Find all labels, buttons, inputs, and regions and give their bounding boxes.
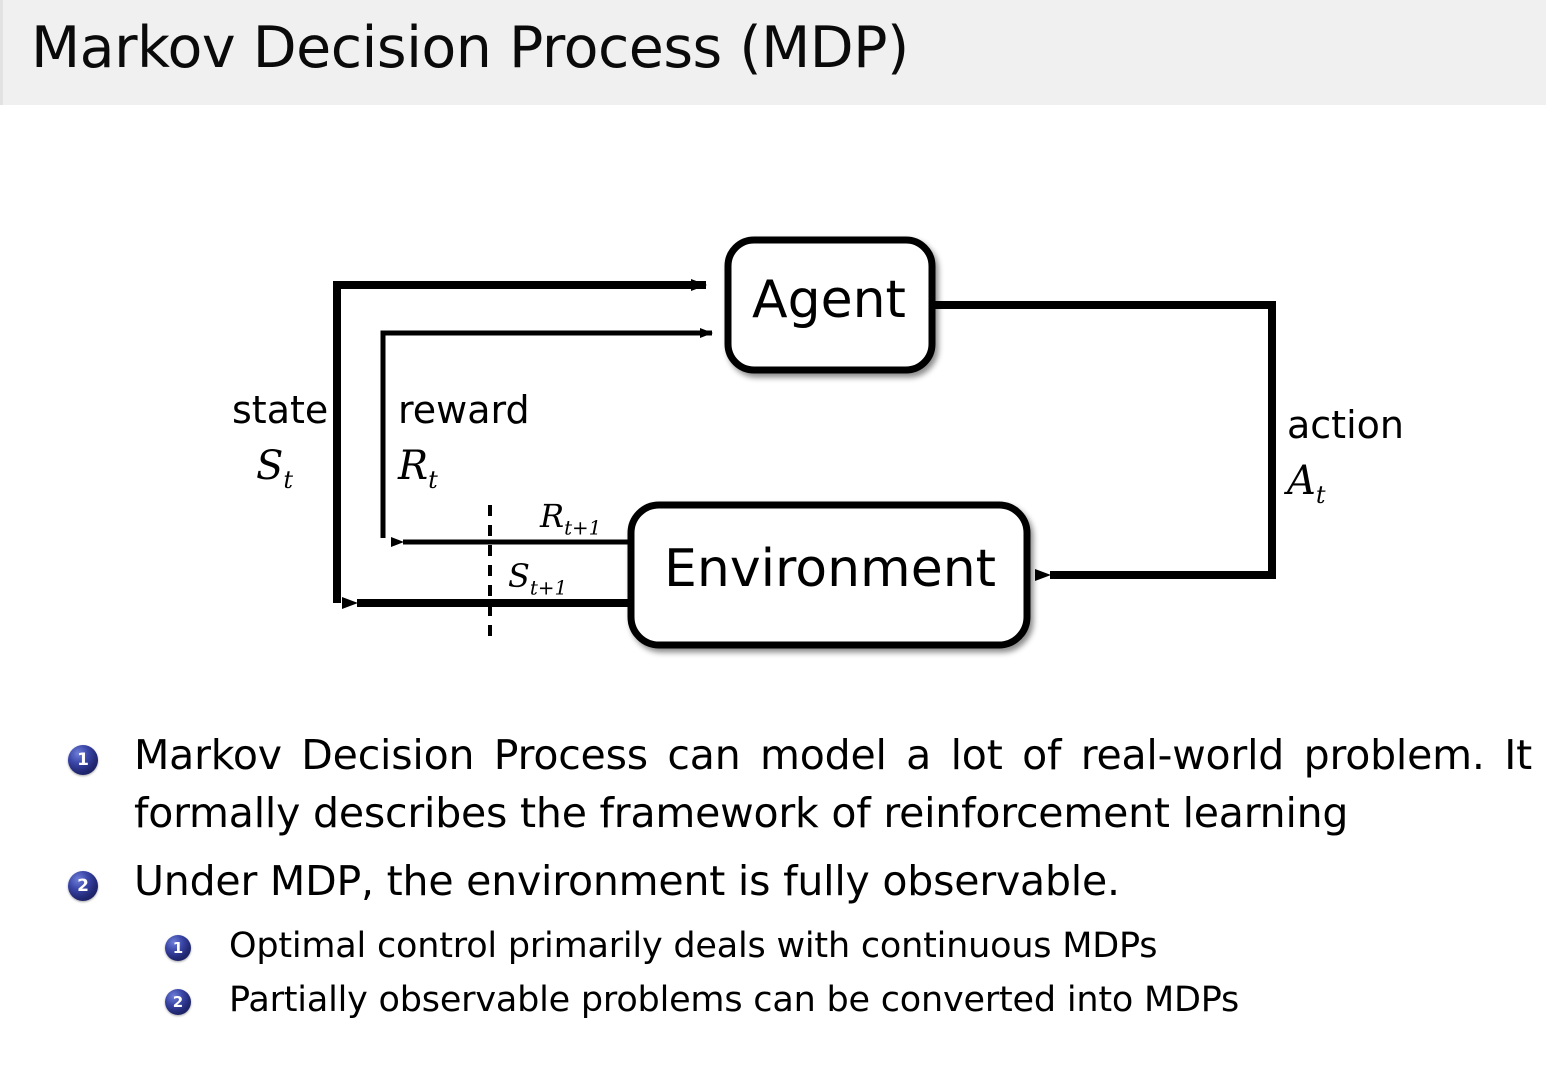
action-line bbox=[932, 301, 1276, 581]
action-symbol: At bbox=[1287, 458, 1326, 509]
bullet-text-1: Markov Decision Process can model a lot … bbox=[134, 731, 1532, 837]
list-item: 1 Markov Decision Process can model a lo… bbox=[0, 726, 1546, 842]
bullet-text-2: Under MDP, the environment is fully obse… bbox=[134, 857, 1120, 905]
sub-bullet-badge-1: 1 bbox=[165, 935, 191, 961]
environment-node bbox=[627, 501, 1031, 649]
list-item: 2 Partially observable problems can be c… bbox=[0, 974, 1546, 1026]
state-symbol: St bbox=[256, 443, 294, 494]
state-label: state bbox=[232, 388, 329, 432]
reward-next-symbol: Rt+1 bbox=[540, 497, 602, 540]
agent-label: Agent bbox=[752, 270, 906, 330]
reward-feedback-line bbox=[380, 328, 713, 538]
reward-symbol: Rt bbox=[398, 443, 438, 494]
mdp-interaction-diagram: Agent Environment state St reward Rt act… bbox=[0, 105, 1546, 715]
list-item: 2 Under MDP, the environment is fully ob… bbox=[0, 852, 1546, 910]
sub-bullet-text-1: Optimal control primarily deals with con… bbox=[229, 926, 1158, 966]
environment-label: Environment bbox=[664, 539, 997, 599]
bullet-badge-2: 2 bbox=[68, 871, 98, 901]
sub-bullet-text-2: Partially observable problems can be con… bbox=[229, 980, 1240, 1020]
bullet-badge-1: 1 bbox=[68, 745, 98, 775]
state-next-symbol: St+1 bbox=[508, 557, 568, 600]
page-title: Markov Decision Process (MDP) bbox=[31, 15, 909, 81]
state-feedback-line bbox=[333, 279, 707, 603]
sub-bullet-badge-2: 2 bbox=[165, 989, 191, 1015]
diagram-canvas bbox=[333, 236, 1276, 649]
list-item: 1 Optimal control primarily deals with c… bbox=[0, 920, 1546, 972]
slide-header-bar: Markov Decision Process (MDP) bbox=[0, 0, 1546, 105]
environment-box bbox=[627, 501, 1031, 649]
action-label: action bbox=[1287, 403, 1404, 447]
bullet-list: 1 Markov Decision Process can model a lo… bbox=[0, 726, 1546, 1026]
reward-label: reward bbox=[398, 388, 530, 432]
